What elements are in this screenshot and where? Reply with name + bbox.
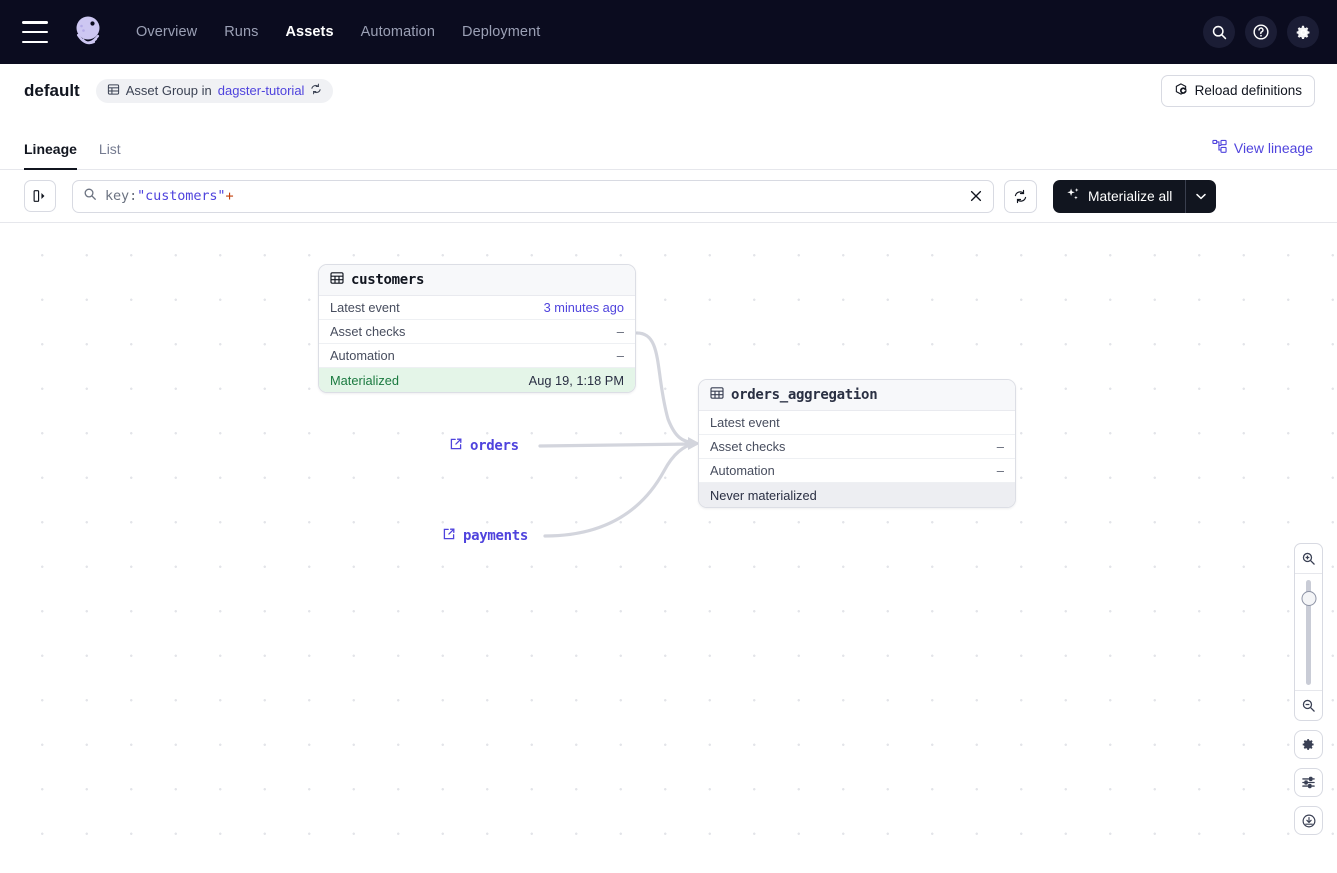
tab-lineage[interactable]: Lineage bbox=[24, 141, 77, 170]
refresh-button[interactable] bbox=[1004, 179, 1037, 213]
external-link-icon bbox=[442, 527, 456, 545]
lineage-edges bbox=[538, 331, 700, 538]
asset-status-value: Aug 19, 1:18 PM bbox=[528, 372, 624, 388]
search-query-text: key:"customers"+ bbox=[105, 188, 234, 204]
asset-row-latest-event: Latest event bbox=[699, 411, 1015, 435]
page-title: default bbox=[24, 80, 80, 100]
table-icon bbox=[107, 83, 120, 99]
lineage-graph-icon bbox=[1212, 139, 1227, 157]
asset-row-label: Asset checks bbox=[710, 439, 786, 454]
help-icon[interactable] bbox=[1245, 16, 1277, 48]
search-token-key: key: bbox=[105, 188, 138, 204]
asset-row-label: Automation bbox=[710, 463, 775, 478]
zoom-slider-track bbox=[1306, 579, 1311, 685]
gear-icon[interactable] bbox=[1287, 16, 1319, 48]
asset-row-latest-event: Latest event 3 minutes ago bbox=[319, 296, 635, 320]
top-navigation-bar: Overview Runs Assets Automation Deployme… bbox=[0, 0, 1337, 64]
zoom-out-icon[interactable] bbox=[1295, 691, 1322, 720]
asset-group-link[interactable]: dagster-tutorial bbox=[217, 83, 305, 98]
asset-row-asset-checks: Asset checks – bbox=[319, 320, 635, 344]
lineage-graph-canvas[interactable]: customers Latest event 3 minutes ago Ass… bbox=[0, 223, 1337, 873]
search-icon bbox=[83, 187, 97, 206]
tab-list[interactable]: List bbox=[98, 141, 121, 157]
zoom-to-fit-button[interactable] bbox=[1294, 806, 1323, 835]
target-icon bbox=[1302, 814, 1315, 827]
reload-definitions-button[interactable]: Reload definitions bbox=[1160, 74, 1315, 107]
external-link-icon bbox=[449, 437, 463, 455]
zoom-controls bbox=[1294, 543, 1323, 835]
chevron-down-icon bbox=[1196, 193, 1207, 199]
sync-icon[interactable] bbox=[310, 83, 322, 98]
zoom-in-icon[interactable] bbox=[1295, 544, 1322, 573]
sidebar-toggle-button[interactable] bbox=[24, 180, 56, 212]
gear-icon bbox=[1302, 739, 1314, 750]
hamburger-menu-icon[interactable] bbox=[22, 21, 48, 43]
asset-latest-event-value[interactable]: 3 minutes ago bbox=[543, 300, 624, 315]
asset-status-materialized: Materialized Aug 19, 1:18 PM bbox=[319, 368, 635, 392]
asset-node-header: customers bbox=[319, 265, 635, 296]
asset-node-title: customers bbox=[351, 272, 425, 288]
graph-settings-button[interactable] bbox=[1294, 730, 1323, 759]
zoom-level-slider[interactable] bbox=[1295, 573, 1322, 691]
clear-search-icon[interactable] bbox=[967, 187, 985, 205]
asset-row-asset-checks: Asset checks – bbox=[699, 435, 1015, 459]
materialize-all-button[interactable]: Materialize all bbox=[1053, 179, 1217, 213]
asset-node-orders-aggregation[interactable]: orders_aggregation Latest event Asset ch… bbox=[698, 379, 1016, 508]
asset-status-never-materialized: Never materialized bbox=[699, 483, 1015, 507]
asset-row-automation: Automation – bbox=[699, 459, 1015, 483]
external-asset-orders[interactable]: orders bbox=[449, 437, 519, 455]
table-icon bbox=[710, 386, 724, 405]
asset-checks-value: – bbox=[996, 439, 1004, 454]
asset-node-header: orders_aggregation bbox=[699, 380, 1015, 411]
asset-row-automation: Automation – bbox=[319, 344, 635, 368]
sparkle-icon bbox=[1066, 187, 1081, 205]
table-icon bbox=[330, 271, 344, 290]
external-asset-payments[interactable]: payments bbox=[442, 527, 528, 545]
main-navigation-links: Overview Runs Assets Automation Deployme… bbox=[136, 24, 540, 40]
graph-toolbar: key:"customers"+ bbox=[0, 170, 1337, 223]
dagster-logo[interactable] bbox=[68, 12, 108, 52]
asset-node-customers[interactable]: customers Latest event 3 minutes ago Ass… bbox=[318, 264, 636, 393]
asset-row-label: Latest event bbox=[330, 300, 400, 315]
asset-checks-value: – bbox=[616, 324, 624, 339]
nav-link-assets[interactable]: Assets bbox=[285, 24, 334, 40]
nav-link-automation[interactable]: Automation bbox=[360, 24, 436, 40]
asset-search-input[interactable]: key:"customers"+ bbox=[72, 179, 994, 213]
asset-row-label: Latest event bbox=[710, 415, 780, 430]
view-lineage-link[interactable]: View lineage bbox=[1212, 139, 1313, 157]
asset-status-label: Never materialized bbox=[710, 487, 817, 503]
top-navigation-actions bbox=[1203, 0, 1319, 64]
view-tabs: Lineage List View lineage bbox=[0, 117, 1337, 170]
search-icon[interactable] bbox=[1203, 16, 1235, 48]
nav-link-overview[interactable]: Overview bbox=[136, 24, 198, 40]
zoom-slider-thumb[interactable] bbox=[1301, 591, 1316, 606]
reload-icon bbox=[1174, 82, 1188, 99]
external-asset-label: payments bbox=[463, 528, 529, 544]
page-header: default Asset Group in dagster-tutorial bbox=[0, 64, 1337, 117]
asset-group-prefix: Asset Group in bbox=[125, 83, 212, 98]
view-lineage-label: View lineage bbox=[1233, 140, 1313, 156]
search-token-string: "customers" bbox=[137, 188, 226, 204]
asset-status-label: Materialized bbox=[330, 372, 399, 388]
reload-definitions-label: Reload definitions bbox=[1194, 83, 1302, 98]
zoom-slider-group bbox=[1294, 543, 1323, 721]
materialize-dropdown-button[interactable] bbox=[1186, 193, 1216, 200]
asset-automation-value: – bbox=[996, 463, 1004, 478]
asset-group-badge[interactable]: Asset Group in dagster-tutorial bbox=[95, 78, 334, 103]
materialize-divider bbox=[1185, 179, 1187, 213]
nav-link-deployment[interactable]: Deployment bbox=[462, 24, 541, 40]
external-asset-label: orders bbox=[470, 438, 519, 454]
graph-filters-button[interactable] bbox=[1294, 768, 1323, 797]
sliders-icon bbox=[1302, 776, 1315, 789]
asset-automation-value: – bbox=[616, 348, 624, 363]
asset-row-label: Automation bbox=[330, 348, 395, 363]
asset-row-label: Asset checks bbox=[330, 324, 406, 339]
asset-node-title: orders_aggregation bbox=[731, 387, 878, 403]
nav-link-runs[interactable]: Runs bbox=[224, 24, 259, 40]
materialize-all-label: Materialize all bbox=[1088, 188, 1173, 204]
search-token-operator: + bbox=[225, 188, 234, 204]
materialize-all-main[interactable]: Materialize all bbox=[1053, 187, 1185, 205]
